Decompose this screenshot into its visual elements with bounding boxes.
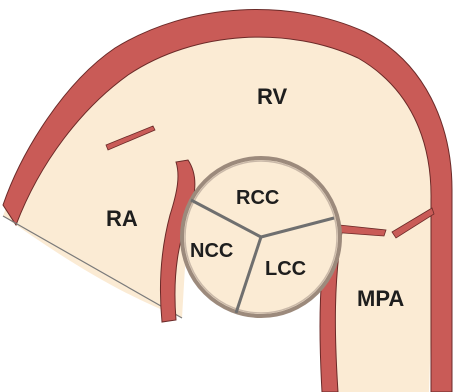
label-ra: RA (106, 206, 138, 231)
label-mpa: MPA (357, 286, 404, 311)
label-rcc: RCC (236, 187, 279, 209)
label-rv: RV (257, 84, 287, 109)
label-ncc: NCC (190, 240, 233, 262)
label-lcc: LCC (265, 258, 306, 280)
